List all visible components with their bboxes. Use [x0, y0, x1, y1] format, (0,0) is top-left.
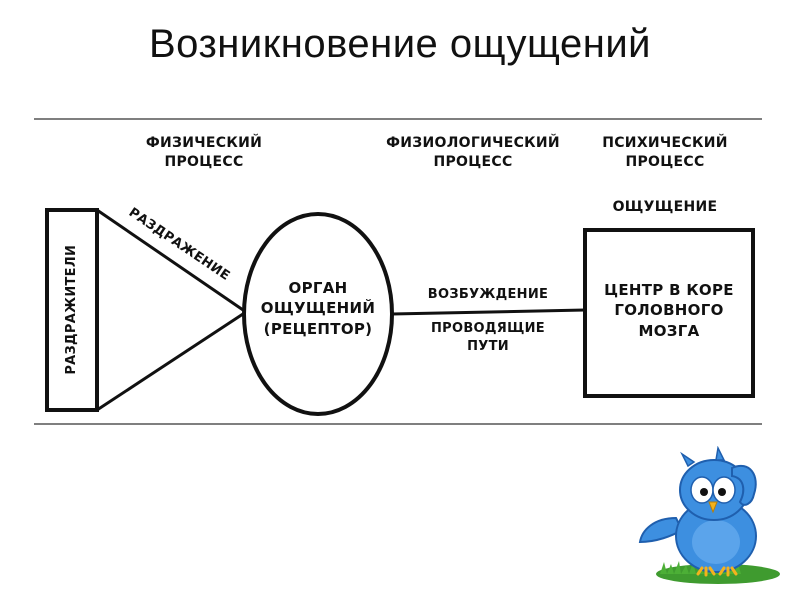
owl-icon	[636, 445, 784, 586]
stimuli-box	[45, 208, 99, 412]
irritation-line-top	[96, 208, 247, 314]
sensation-label: ОЩУЩЕНИЕ	[612, 199, 718, 215]
pathway-line	[391, 308, 586, 316]
sensation-diagram: ФИЗИЧЕСКИЙ ПРОЦЕСС ФИЗИОЛОГИЧЕСКИЙ ПРОЦЕ…	[34, 116, 762, 426]
header-psychic: ПСИХИЧЕСКИЙ ПРОЦЕСС	[602, 135, 728, 170]
center-box	[583, 228, 755, 398]
pathways-label: ПРОВОДЯЩИЕ ПУТИ	[430, 321, 545, 354]
center-label: ЦЕНТР В КОРЕ ГОЛОВНОГО МОЗГА	[604, 281, 734, 340]
organ-label: ОРГАН ОЩУЩЕНИЙ (РЕЦЕПТОР)	[260, 279, 376, 338]
header-physiological: ФИЗИОЛОГИЧЕСКИЙ ПРОЦЕСС	[386, 135, 560, 170]
irritation-line-bottom	[96, 310, 247, 412]
excitation-label: ВОЗБУЖДЕНИЕ	[427, 287, 549, 302]
header-physical: ФИЗИЧЕСКИЙ ПРОЦЕСС	[145, 135, 263, 170]
diagram-lines	[34, 118, 762, 425]
stimuli-label: РАЗДРАЖИТЕЛИ	[64, 244, 80, 375]
page-title: Возникновение ощущений	[148, 22, 651, 66]
